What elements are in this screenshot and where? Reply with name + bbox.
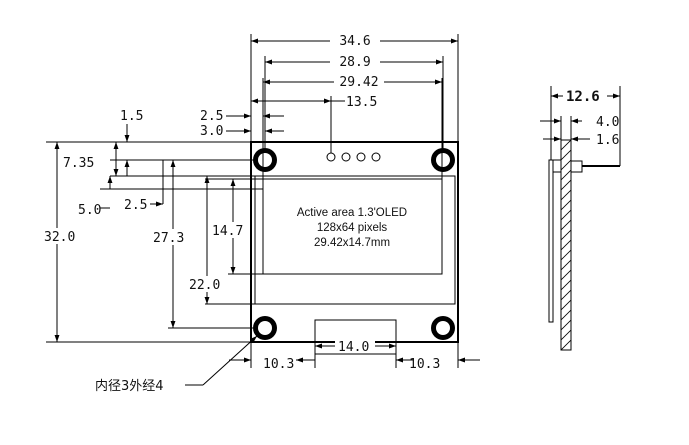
dim-bottom-right: 10.3	[409, 357, 440, 372]
mounting-hole-bottom-left	[253, 316, 277, 340]
dim-left-2-5: 2.5	[124, 198, 147, 213]
side-pcb-hatched	[560, 139, 572, 351]
dim-bottom-left: 10.3	[263, 357, 294, 372]
side-connector	[552, 159, 562, 173]
active-area-size: 29.42x14.7mm	[314, 237, 390, 249]
mounting-hole-top-left	[253, 148, 277, 172]
mounting-hole-top-right	[431, 148, 455, 172]
dim-active-height: 14.7	[212, 224, 243, 239]
side-view: 12.6 4.0 1.6	[540, 86, 621, 351]
side-header	[570, 160, 583, 173]
active-area-resolution: 128x64 pixels	[317, 222, 388, 234]
mounting-hole-bottom-right	[431, 316, 455, 340]
dim-top-3-0: 3.0	[200, 124, 223, 139]
dim-top-2-5: 2.5	[200, 109, 223, 124]
dim-hole-spacing: 28.9	[339, 55, 370, 70]
dim-active-width: 29.42	[339, 75, 378, 90]
display-panel-outline	[254, 175, 456, 305]
dim-overall-width: 34.6	[339, 34, 370, 49]
active-area-title: Active area 1.3'OLED	[297, 207, 407, 219]
dim-overall-height: 32.0	[44, 230, 75, 245]
dim-height-27-3: 27.3	[153, 231, 184, 246]
dim-side-4-0: 4.0	[596, 115, 619, 130]
dim-top-1-5: 1.5	[120, 109, 143, 124]
side-glass	[548, 159, 554, 323]
dim-side-thickness: 12.6	[566, 89, 600, 105]
header-pins	[326, 152, 381, 162]
front-view: Active area 1.3'OLED 128x64 pixels 29.42…	[38, 33, 480, 394]
dim-bottom-center: 14.0	[338, 340, 369, 355]
dim-left-5-0: 5.0	[78, 203, 101, 218]
dim-left-7-35: 7.35	[63, 156, 94, 171]
flex-tail-outline	[314, 319, 397, 355]
dim-height-22-0: 22.0	[189, 278, 220, 293]
active-area-outline	[262, 178, 443, 275]
dim-side-1-6: 1.6	[596, 133, 619, 148]
dim-pin-offset: 13.5	[346, 95, 377, 110]
hole-note: 内径3外经4	[95, 378, 164, 394]
